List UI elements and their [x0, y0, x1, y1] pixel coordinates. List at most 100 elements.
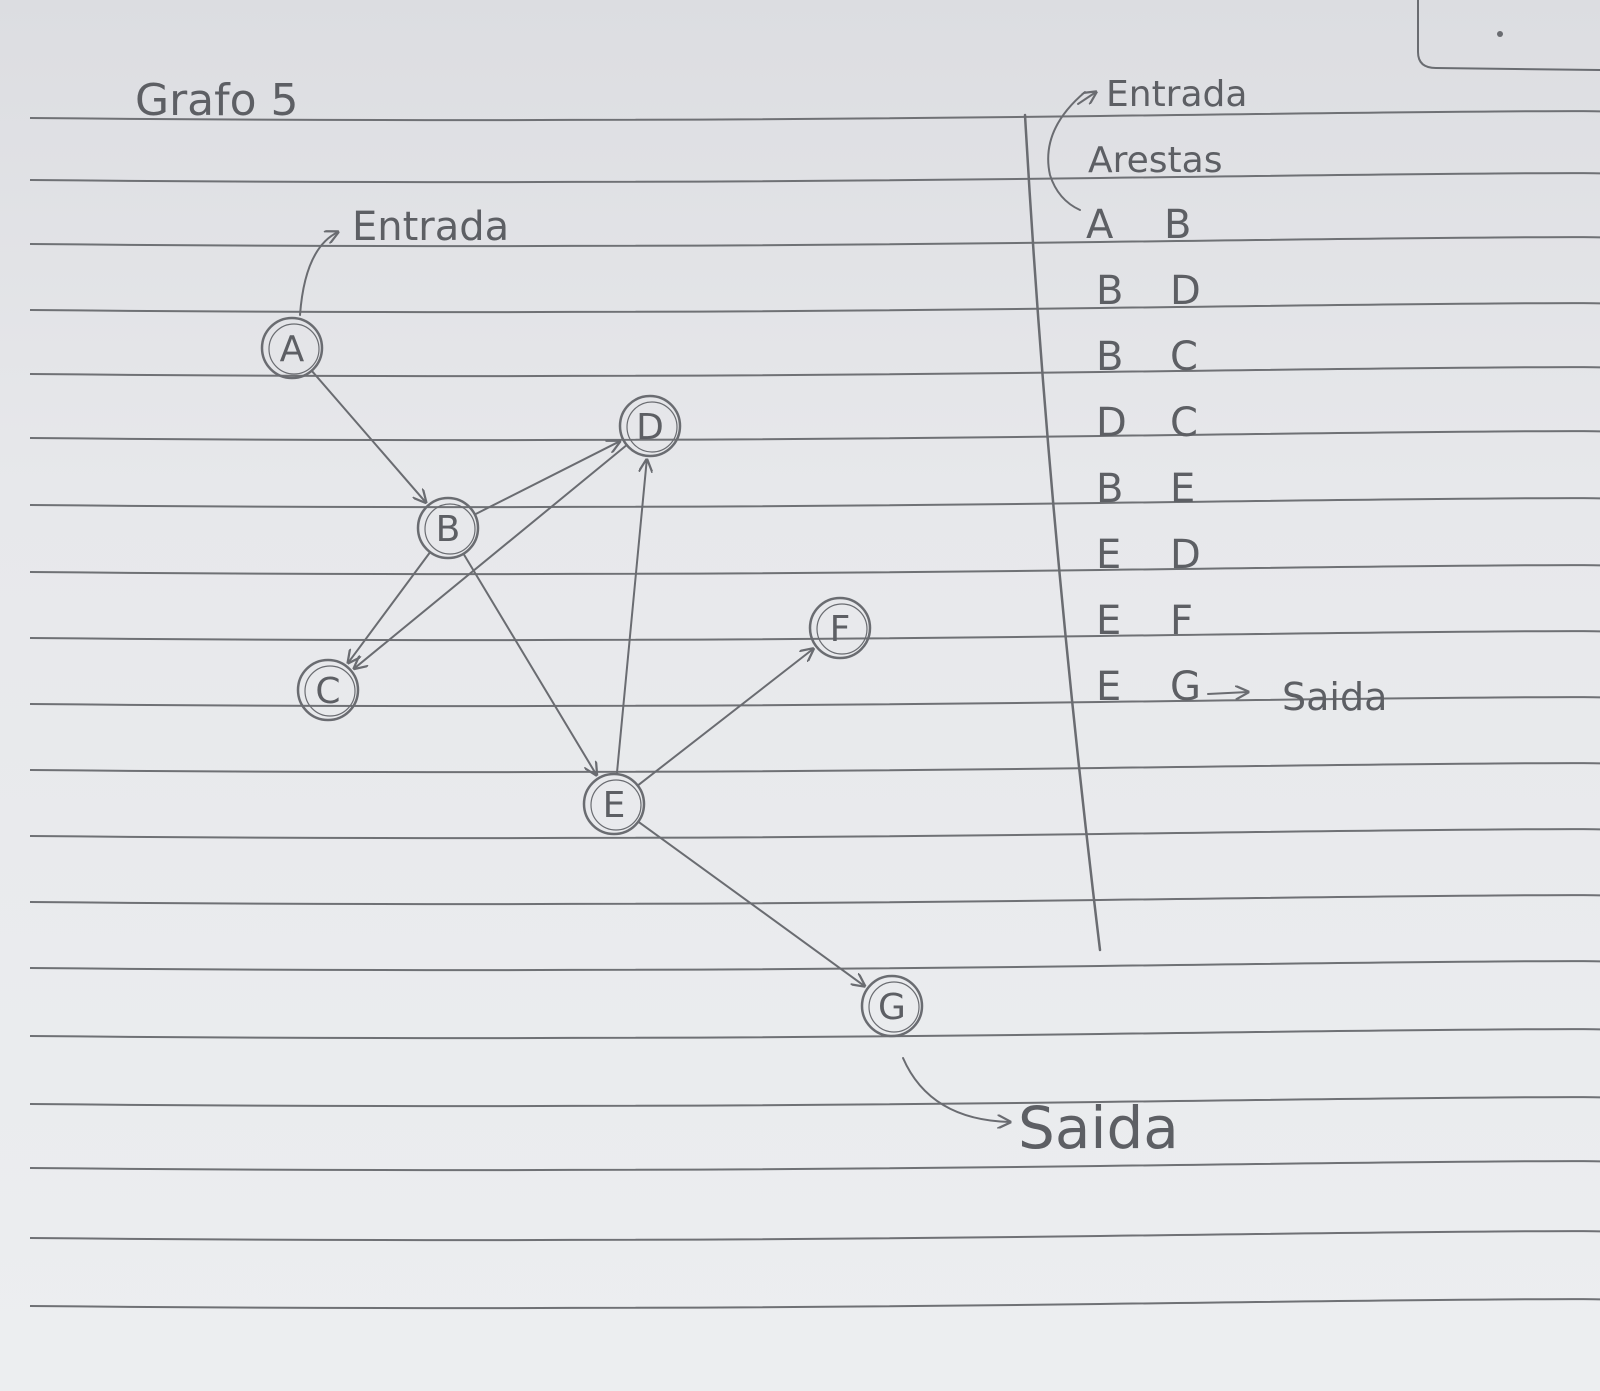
node-f-label: F	[830, 609, 851, 650]
node-e: E	[582, 772, 646, 836]
edge-a-b	[310, 369, 426, 503]
node-d-circle	[618, 394, 682, 458]
ruled-line	[29, 828, 1600, 840]
ruled-line	[29, 172, 1600, 184]
node-c-inner-circle	[304, 665, 356, 717]
edge-list-row-to: D	[1170, 532, 1201, 578]
graph-edges	[310, 369, 865, 986]
edge-b-e	[462, 552, 596, 775]
ruled-line	[29, 960, 1600, 972]
node-a: A	[260, 316, 324, 380]
edge-list-heading: Arestas	[1088, 140, 1222, 181]
edge-list-row-from: A	[1086, 202, 1114, 248]
ruled-line	[29, 1160, 1600, 1172]
ruled-line	[29, 430, 1600, 442]
node-e-inner-circle	[590, 779, 642, 831]
node-e-circle	[582, 772, 646, 836]
edge-list-row-from: B	[1096, 334, 1123, 380]
ruled-line	[29, 1028, 1600, 1040]
edge-list-row-to: F	[1170, 598, 1193, 644]
edge-list-row-from: D	[1096, 400, 1127, 446]
node-f-inner-circle	[816, 603, 868, 655]
edge-b-d	[473, 441, 620, 516]
edge-list-entry-arrow	[1077, 92, 1096, 105]
ruled-line	[29, 1230, 1600, 1242]
node-e-label: E	[603, 785, 626, 826]
graph-nodes: A B C D E F G	[260, 316, 924, 1038]
node-g-circle	[860, 974, 924, 1038]
ruled-line	[29, 497, 1600, 509]
separator-line	[1023, 113, 1102, 952]
ruled-line	[29, 1298, 1600, 1310]
edge-list-row-to: C	[1170, 334, 1198, 380]
ruled-lines	[29, 110, 1600, 1310]
node-b-circle	[416, 496, 480, 560]
edge-list-row-from: B	[1096, 268, 1123, 314]
node-a-circle	[260, 316, 324, 380]
entry-label: Entrada	[352, 204, 509, 250]
edge-list-row-from: E	[1096, 532, 1121, 578]
node-d-label: D	[636, 407, 664, 448]
ruled-line	[29, 630, 1600, 642]
edge-list-row-to: E	[1170, 466, 1195, 512]
node-f: F	[808, 596, 872, 660]
node-d: D	[618, 394, 682, 458]
edge-list-row-to: C	[1170, 400, 1198, 446]
edge-e-d	[615, 460, 647, 776]
ruled-line	[29, 302, 1600, 314]
edge-list-entry-label: Entrada	[1106, 74, 1247, 115]
edge-e-g	[637, 820, 864, 986]
node-c: C	[296, 658, 360, 722]
edge-list-row-from: E	[1096, 664, 1121, 710]
node-g-label: G	[878, 987, 906, 1028]
ruled-line	[29, 1096, 1600, 1108]
ruled-line	[29, 564, 1600, 576]
corner-dot	[1497, 31, 1503, 37]
edge-list-row-from: E	[1096, 598, 1121, 644]
ruled-line	[29, 110, 1600, 122]
ruled-line	[29, 236, 1600, 248]
node-c-circle	[296, 658, 360, 722]
edge-list-exit-label: Saida	[1282, 675, 1387, 719]
ruled-line	[29, 762, 1600, 774]
edge-list-row-to: G	[1170, 664, 1201, 710]
edge-b-c	[348, 551, 432, 663]
node-f-circle	[808, 596, 872, 660]
node-g: G	[860, 974, 924, 1038]
edge-d-c	[354, 444, 628, 668]
node-b: B	[416, 496, 480, 560]
node-a-label: A	[280, 329, 305, 370]
ruled-line	[29, 366, 1600, 378]
ruled-line	[29, 696, 1600, 708]
node-a-inner-circle	[268, 323, 320, 375]
corner-box	[1417, 0, 1600, 71]
node-d-inner-circle	[626, 401, 678, 453]
exit-arrow	[902, 1057, 1010, 1122]
exit-label: Saida	[1018, 1094, 1179, 1162]
node-g-inner-circle	[868, 981, 920, 1033]
node-b-label: B	[436, 509, 461, 550]
edge-list-row-to: B	[1164, 202, 1191, 248]
page-title: Grafo 5	[135, 75, 299, 126]
edge-e-f	[636, 649, 814, 787]
node-c-label: C	[315, 671, 340, 712]
ruled-line	[29, 894, 1600, 906]
edge-list-row-from: B	[1096, 466, 1123, 512]
edge-list-row-to: D	[1170, 268, 1201, 314]
node-b-inner-circle	[424, 503, 476, 555]
edge-list-exit-arrow	[1207, 692, 1248, 694]
entry-arrow	[299, 232, 338, 316]
edge-list-bracket	[1047, 91, 1086, 211]
